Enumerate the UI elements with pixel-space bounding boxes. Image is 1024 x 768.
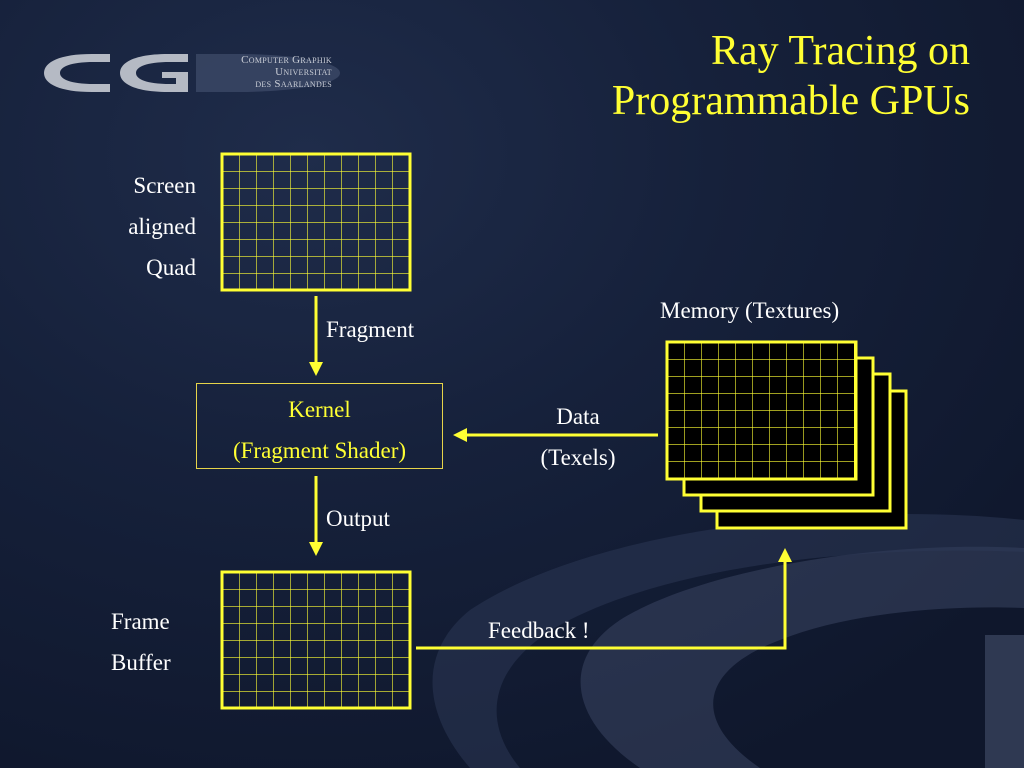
screen-quad-grid	[220, 152, 412, 292]
feedback-label: Feedback !	[488, 618, 590, 643]
output-arrow	[309, 476, 323, 556]
frame-buffer-label-line-1: Frame	[111, 609, 170, 634]
title-line-1: Ray Tracing on	[710, 28, 970, 74]
screen-quad-label-line-1: Screen	[133, 173, 196, 198]
fragment-label: Fragment	[326, 317, 415, 342]
data-label: Data (Texels)	[508, 396, 648, 478]
fragment-arrow	[309, 296, 323, 376]
logo-line-2: Universitat	[275, 66, 332, 78]
logo-caption: Computer Graphik Universitat des Saarlan…	[200, 54, 332, 90]
memory-label: Memory (Textures)	[660, 298, 840, 323]
kernel-box	[196, 383, 443, 469]
cg-logo	[44, 54, 340, 92]
screen-quad-label: Screen aligned Quad	[100, 165, 196, 288]
title-line-2: Programmable GPUs	[611, 78, 970, 124]
data-arrow	[453, 428, 658, 442]
frame-buffer-grid	[220, 570, 412, 710]
logo-line-3: des Saarlandes	[255, 78, 332, 90]
slide-title: Ray Tracing on Programmable GPUs	[450, 26, 970, 126]
frame-buffer-label-line-2: Buffer	[111, 650, 171, 675]
output-label: Output	[326, 506, 390, 531]
kernel-label-line-2: (Fragment Shader)	[232, 438, 407, 463]
data-label-line-2: (Texels)	[540, 445, 616, 470]
data-label-line-1: Data	[556, 404, 600, 429]
logo-line-1: Computer Graphik	[241, 54, 332, 66]
kernel-label-line-1: Kernel	[288, 397, 351, 422]
screen-quad-label-line-3: Quad	[146, 255, 196, 280]
screen-quad-label-line-2: aligned	[128, 214, 196, 239]
memory-texture-stack	[665, 340, 908, 530]
feedback-arrow	[416, 548, 792, 650]
kernel-label: Kernel (Fragment Shader)	[196, 389, 443, 471]
frame-buffer-label: Frame Buffer	[111, 601, 171, 683]
